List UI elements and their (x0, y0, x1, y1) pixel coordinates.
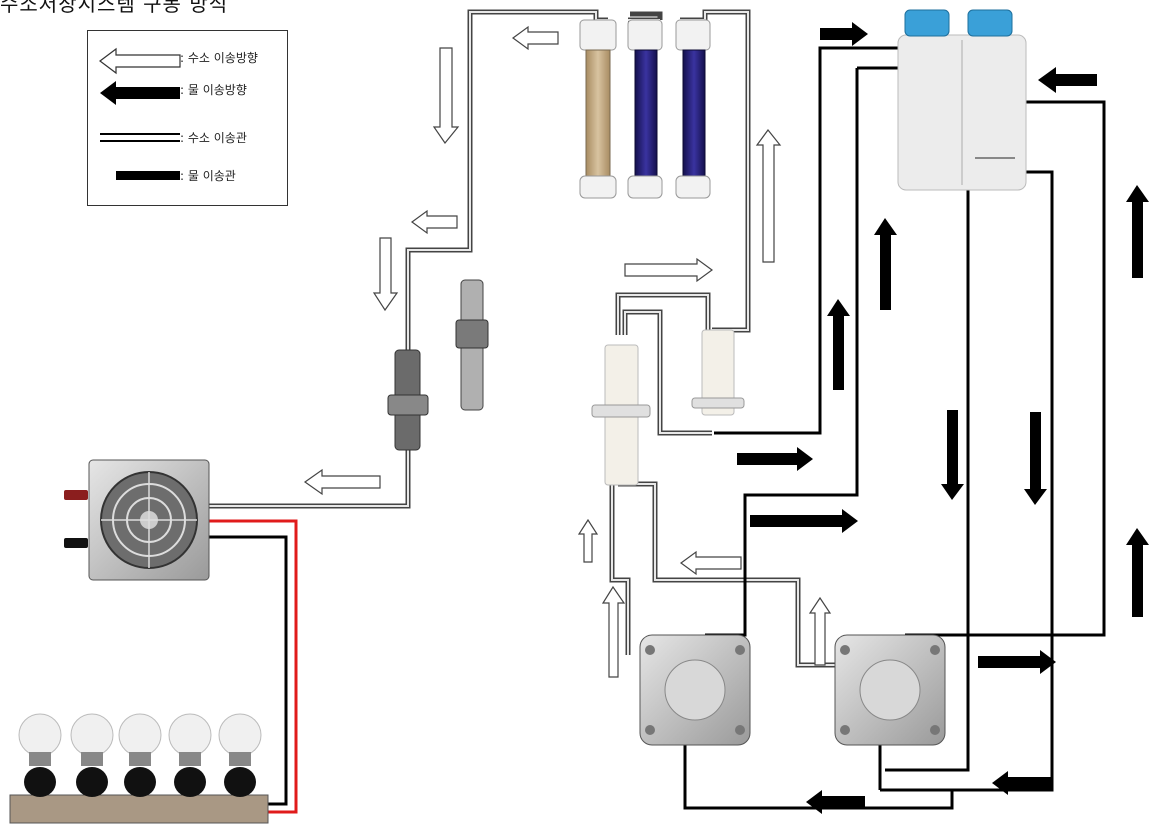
h2-arrow-right-icon (625, 259, 712, 281)
led-lamps-icon (10, 714, 268, 823)
water-arrow-right-icon-4 (978, 650, 1056, 674)
water-arrow-up-icon (874, 218, 897, 310)
water-arrow-right-icon-3 (750, 509, 858, 533)
h2-arrow-left-icon-2 (412, 211, 457, 233)
water-arrow-up-icon-4 (1126, 528, 1149, 617)
water-arrow-up-icon-3 (1126, 185, 1149, 278)
h2-arrow-up-icon-4 (810, 598, 830, 665)
water-arrow-left-icon-3 (806, 790, 865, 814)
electrolyzers-icon (640, 635, 945, 745)
water-arrow-right-icon-2 (737, 447, 813, 471)
h2-arrow-up-icon (757, 130, 780, 262)
fuel-cell-icon (64, 460, 209, 580)
water-arrow-left-icon (1038, 67, 1097, 93)
electric-wires (200, 521, 296, 812)
water-arrow-down-icon-2 (1024, 412, 1047, 505)
h2-arrow-left-icon-4 (681, 552, 741, 574)
h2-arrow-down-icon-2 (374, 238, 397, 310)
h2-arrow-up-icon-2 (579, 520, 597, 562)
h2-arrow-left-icon-3 (305, 470, 380, 494)
water-tank-icon (898, 10, 1026, 190)
h2-arrow-down-icon (434, 48, 458, 143)
dryer-columns-icon (580, 20, 710, 198)
water-arrow-right-icon (820, 22, 868, 46)
water-arrow-down-icon (941, 410, 964, 500)
gas-separators-icon (592, 330, 744, 485)
pressure-regulator-icon (388, 280, 488, 450)
h2-arrow-up-icon-3 (603, 587, 624, 677)
water-arrow-up-icon-2 (827, 299, 850, 390)
h2-arrow-left-icon (513, 27, 558, 49)
